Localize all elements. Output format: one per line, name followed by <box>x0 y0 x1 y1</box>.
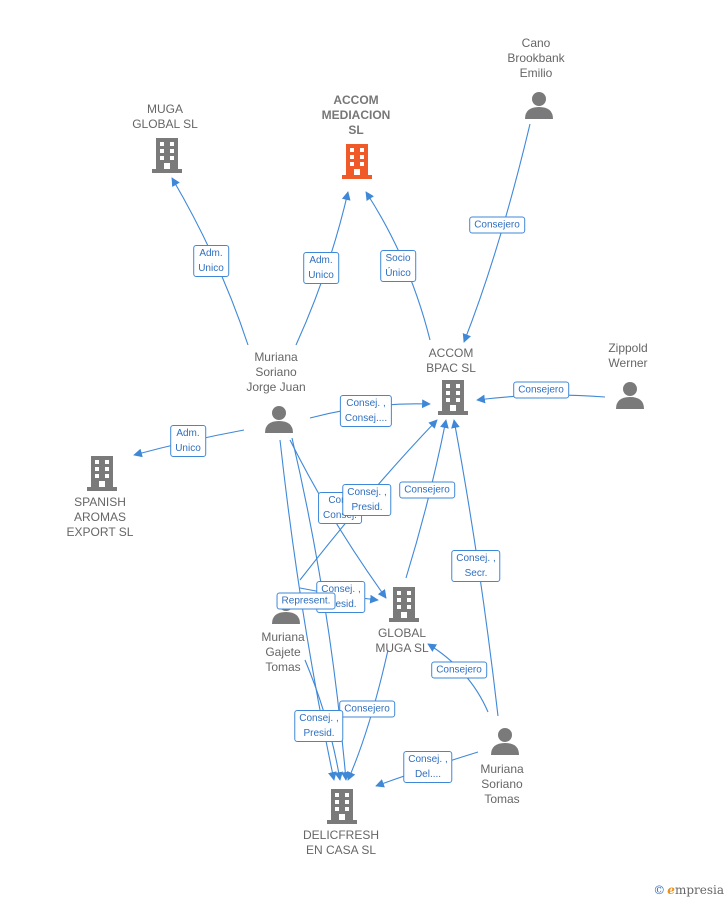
edge-label-consejero[interactable]: Consejero <box>339 700 395 718</box>
person-icon <box>525 92 553 119</box>
spanish-aromas-building <box>87 456 117 491</box>
edge-label-socio-unico[interactable]: Socio Único <box>380 250 416 282</box>
node-accom-mediacion[interactable]: ACCOM MEDIACION SL <box>321 93 391 137</box>
building-icon <box>152 138 182 173</box>
edge-label-adm-unico[interactable]: Adm. Unico <box>193 245 229 277</box>
edge-label-consejero[interactable]: Consejero <box>513 381 569 399</box>
edge-label-consej-presid[interactable]: Consej. , Presid. <box>294 710 344 742</box>
node-delicfresh[interactable]: DELICFRESH EN CASA SL <box>302 828 380 857</box>
edge-label-consej-presid[interactable]: Consej. , Presid. <box>342 484 392 516</box>
node-muriana-gajete[interactable]: Muriana Gajete Tomas <box>261 630 305 674</box>
copyright-icon: © <box>653 883 666 897</box>
person-icon <box>265 406 293 433</box>
building-icon <box>389 587 419 622</box>
building-icon <box>342 144 372 179</box>
edge-label-consejero[interactable]: Consejero <box>399 481 455 499</box>
global-muga-building <box>389 587 419 622</box>
muga-global-building <box>152 138 182 173</box>
node-muriana-tomas[interactable]: Muriana Soriano Tomas <box>480 762 524 806</box>
building-icon <box>87 456 117 491</box>
edge-label-consej-consej[interactable]: Consej. , Consej.... <box>339 395 393 427</box>
accom-mediacion-building <box>342 144 372 179</box>
delicfresh-building <box>327 789 357 824</box>
brand-name: mpresia <box>674 883 724 897</box>
building-icon <box>438 380 468 415</box>
edge-global-muga-bpac <box>405 419 449 579</box>
edge-label-consej-del[interactable]: Consej. , Del.... <box>403 751 453 783</box>
person-icon <box>616 382 644 409</box>
edge-cano-bpac <box>462 123 531 343</box>
brand-initial: e <box>667 883 675 897</box>
node-accom-bpac[interactable]: ACCOM BPAC SL <box>426 346 476 375</box>
building-icon <box>327 789 357 824</box>
node-muriana-jorge[interactable]: Muriana Soriano Jorge Juan <box>246 350 306 394</box>
node-spanish-aromas[interactable]: SPANISH AROMAS EXPORT SL <box>66 495 134 539</box>
person-icon <box>491 728 519 755</box>
edge-label-adm-unico[interactable]: Adm. Unico <box>170 425 206 457</box>
accom-bpac-building <box>438 380 468 415</box>
edge-label-consejero[interactable]: Consejero <box>469 216 525 234</box>
node-zippold[interactable]: Zippold Werner <box>608 341 648 370</box>
edge-global-muga-delicfresh <box>347 649 389 781</box>
node-cano[interactable]: Cano Brookbank Emilio <box>507 36 565 80</box>
edge-label-represent[interactable]: Represent. <box>276 592 336 610</box>
node-muga-global[interactable]: MUGA GLOBAL SL <box>132 102 198 131</box>
edge-label-consej-secr[interactable]: Consej. , Secr. <box>451 550 501 582</box>
brand-logo: ©empresia <box>653 883 724 897</box>
edge-label-consejero[interactable]: Consejero <box>431 661 487 679</box>
edge-label-adm-unico[interactable]: Adm. Unico <box>303 252 339 284</box>
node-global-muga[interactable]: GLOBAL MUGA SL <box>375 626 429 655</box>
